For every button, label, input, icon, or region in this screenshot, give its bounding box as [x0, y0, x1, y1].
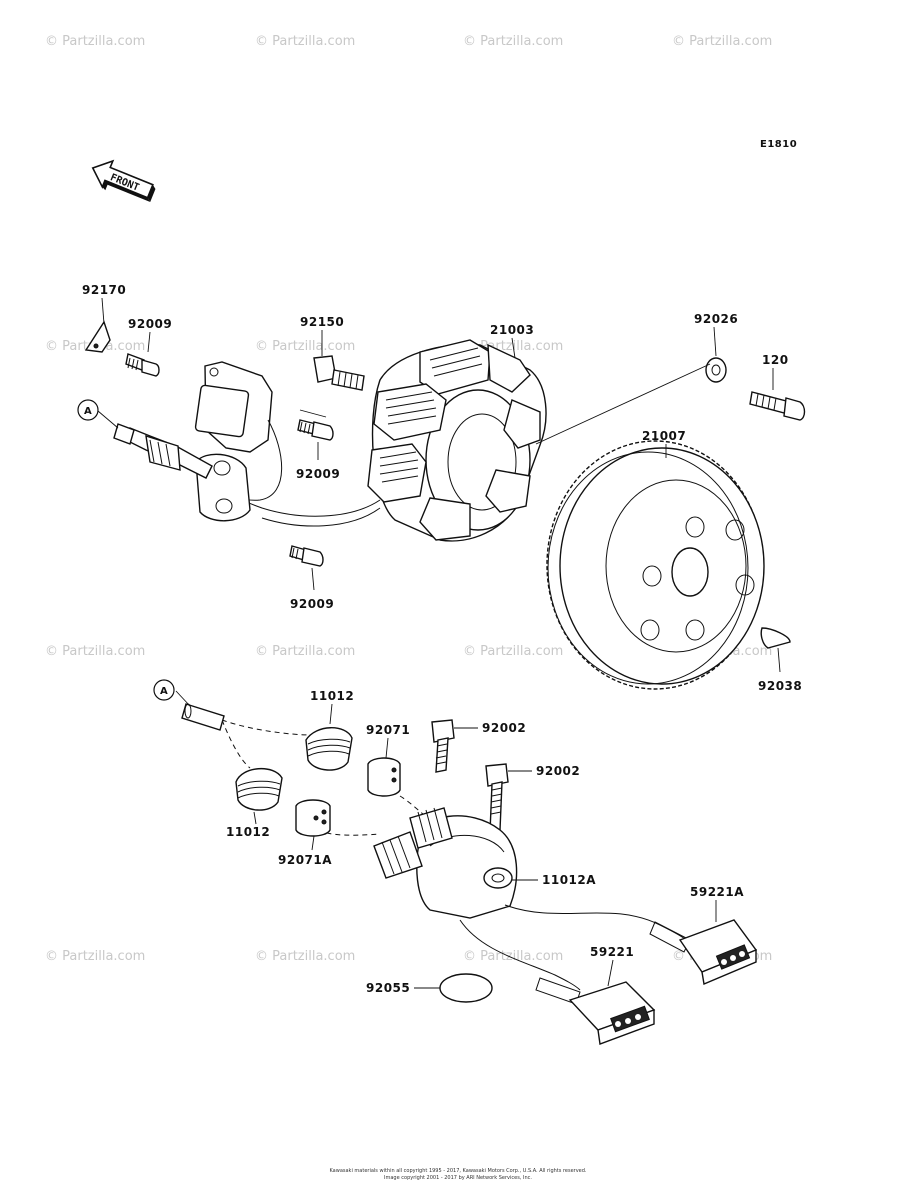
watermark: © Partzilla.com — [463, 949, 563, 964]
reference-a-bottom: A — [153, 679, 175, 701]
callout-labels: 92170 92009 92150 21003 92026 120 21007 … — [82, 283, 802, 995]
callout-21003: 21003 — [490, 323, 534, 337]
bolt-92150-icon — [313, 355, 365, 391]
connector-59221A-icon — [678, 919, 758, 985]
stator-pole — [419, 497, 471, 541]
o-ring-92055-icon — [439, 973, 493, 1003]
callout-92150: 92150 — [300, 315, 344, 329]
leader-lines-bottom — [175, 690, 717, 989]
callout-92002: 92002 — [536, 764, 580, 778]
watermark: © Partzilla.com — [45, 949, 145, 964]
callout-120: 120 — [762, 353, 789, 367]
watermark: © Partzilla.com — [255, 949, 355, 964]
connector-59221-icon — [568, 981, 656, 1045]
footer-copyright: Kawasaki materials within all copyright … — [329, 1168, 586, 1174]
reference-a-label: A — [84, 406, 92, 417]
footer-image-copyright: Image copyright 2001 - 2017 by ARI Netwo… — [384, 1175, 532, 1181]
stator-pole — [503, 399, 541, 449]
stator-pole — [485, 469, 531, 513]
callout-92009: 92009 — [128, 317, 172, 331]
stator-pole — [367, 443, 427, 503]
callout-92009: 92009 — [296, 467, 340, 481]
callout-11012: 11012 — [226, 825, 270, 839]
sensor-assembly — [181, 703, 758, 1045]
screw-92009-icon — [125, 353, 160, 377]
watermark: © Partzilla.com — [255, 34, 355, 49]
bolt-120-icon — [749, 391, 806, 421]
watermark: © Partzilla.com — [255, 644, 355, 659]
bolt-92002-icon — [485, 763, 509, 833]
reference-a-label: A — [160, 686, 168, 697]
screw-92009-icon — [297, 419, 334, 441]
reference-a-top: A — [77, 399, 99, 421]
callout-92071A: 92071A — [278, 853, 332, 867]
callout-92002: 92002 — [482, 721, 526, 735]
callout-59221: 59221 — [590, 945, 634, 959]
watermark: © Partzilla.com — [672, 34, 772, 49]
footer: Kawasaki materials within all copyright … — [329, 1168, 586, 1181]
stator-pole — [419, 339, 491, 395]
stator-pole — [373, 383, 447, 441]
bolt-92002-icon — [431, 719, 455, 773]
watermark: © Partzilla.com — [45, 34, 145, 49]
callout-92009: 92009 — [290, 597, 334, 611]
leader-lines-top — [97, 297, 781, 673]
callout-92170: 92170 — [82, 283, 126, 297]
watermark: © Partzilla.com — [463, 34, 563, 49]
washer-92026-icon — [705, 357, 727, 383]
callout-92038: 92038 — [758, 679, 802, 693]
diagram-code: E1810 — [760, 139, 797, 150]
rotor-21007-icon — [546, 440, 765, 690]
callout-21007: 21007 — [642, 429, 686, 443]
stator-assembly — [113, 339, 547, 542]
screw-92009-icon — [289, 545, 324, 567]
callout-59221A: 59221A — [690, 885, 744, 899]
watermark: © Partzilla.com — [255, 339, 355, 354]
callout-92071: 92071 — [366, 723, 410, 737]
damper-92170-icon — [84, 320, 111, 353]
watermark: © Partzilla.com — [463, 644, 563, 659]
watermark: © Partzilla.com — [45, 644, 145, 659]
callout-11012: 11012 — [310, 689, 354, 703]
callout-92026: 92026 — [694, 312, 738, 326]
callout-92055: 92055 — [366, 981, 410, 995]
key-92038-icon — [760, 627, 791, 649]
callout-11012A: 11012A — [542, 873, 596, 887]
front-arrow-icon: FRONT — [91, 159, 156, 202]
